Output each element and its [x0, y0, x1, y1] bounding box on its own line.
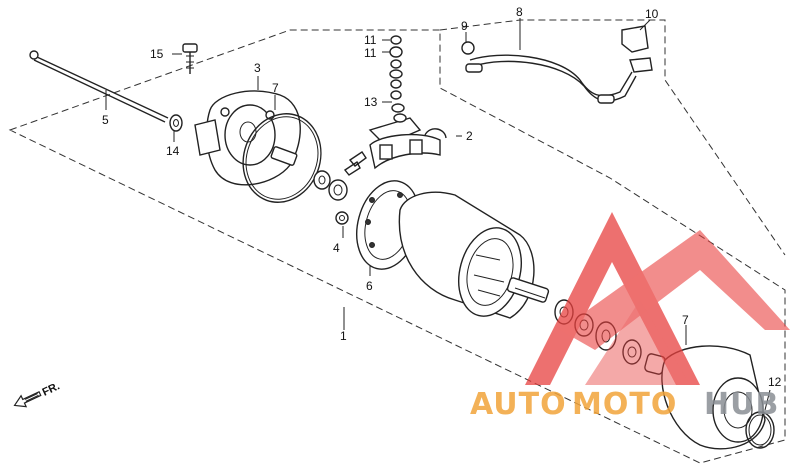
callout-9: 9: [461, 19, 468, 33]
callout-8: 8: [516, 5, 523, 19]
long-bolt: [29, 50, 169, 123]
rear-cover: [194, 90, 301, 186]
o-ring-front: [745, 411, 775, 449]
nut: [335, 211, 349, 225]
front-direction-arrow: FR.: [13, 380, 62, 408]
watermark-auto: AUTO: [470, 387, 567, 422]
callout-13: 13: [364, 95, 378, 109]
terminal-parts: [389, 35, 407, 123]
cable-box-outline: [439, 19, 786, 256]
motor-yoke: [398, 191, 550, 319]
o-ring-left: [242, 113, 322, 203]
callout-6: 6: [366, 279, 373, 293]
starter-cable: [461, 41, 637, 104]
watermark-wordmark: AUTO MOTO HUB: [470, 387, 779, 422]
terminal-cover: [621, 25, 653, 73]
callout-7-right: 7: [682, 313, 689, 327]
direction-label: FR.: [41, 380, 62, 398]
washer: [169, 114, 183, 132]
callout-12: 12: [768, 375, 782, 389]
callout-4: 4: [333, 241, 340, 255]
watermark-moto: MOTO: [572, 387, 677, 422]
thrust-washers: [313, 170, 348, 201]
bolt: [182, 43, 198, 74]
callout-11-top: 11: [364, 33, 377, 47]
callout-11-bottom: 11: [364, 46, 377, 60]
callout-1: 1: [340, 329, 347, 343]
brush-spring: [343, 151, 367, 176]
bushing: [270, 146, 298, 166]
assembly-outline: [8, 29, 786, 464]
callout-10: 10: [645, 7, 659, 21]
watermark-logo: [525, 212, 790, 385]
callout-5: 5: [102, 113, 109, 127]
brush-holder: [368, 117, 447, 170]
callout-15: 15: [150, 47, 164, 61]
callout-7-left: 7: [272, 81, 279, 95]
leader-lines: [105, 18, 771, 411]
callout-14: 14: [166, 144, 180, 158]
callout-3: 3: [254, 61, 261, 75]
watermark-hub: HUB: [704, 387, 779, 422]
callout-2: 2: [466, 129, 473, 143]
